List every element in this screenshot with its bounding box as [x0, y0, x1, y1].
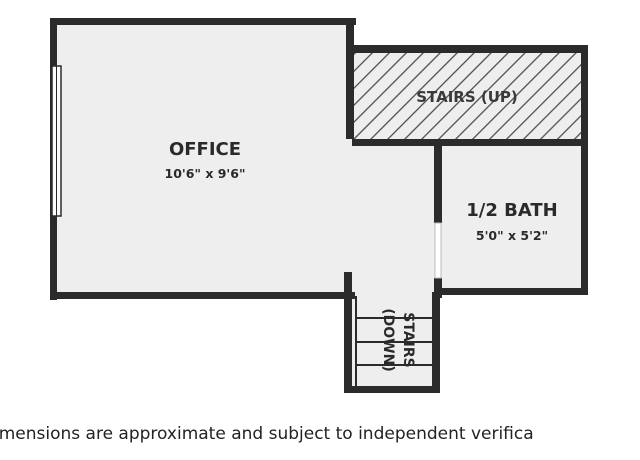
office-dimensions: 10'6" x 9'6" — [165, 166, 246, 181]
bath-floor — [440, 142, 582, 290]
office-title: OFFICE — [169, 139, 241, 160]
stairs-down-label-line2: (DOWN) — [380, 308, 396, 371]
stairs-down-label: STAIRS (DOWN) — [380, 308, 416, 371]
window — [51, 65, 62, 217]
stairs-up-label: STAIRS (UP) — [416, 88, 518, 106]
floor-plan: OFFICE 10'6" x 9'6" 1/2 BATH 5'0" x 5'2"… — [50, 18, 588, 393]
hallway-floor — [352, 142, 440, 294]
bath-dimensions: 5'0" x 5'2" — [476, 228, 548, 243]
stairs-up-hatch — [352, 52, 582, 142]
office-floor — [56, 24, 352, 294]
disclaimer-text: imensions are approximate and subject to… — [0, 424, 534, 444]
bath-door — [434, 222, 442, 279]
bath-title: 1/2 BATH — [466, 200, 558, 221]
stairs-down-treads — [356, 317, 432, 366]
stairs-down-label-line1: STAIRS — [400, 312, 416, 367]
